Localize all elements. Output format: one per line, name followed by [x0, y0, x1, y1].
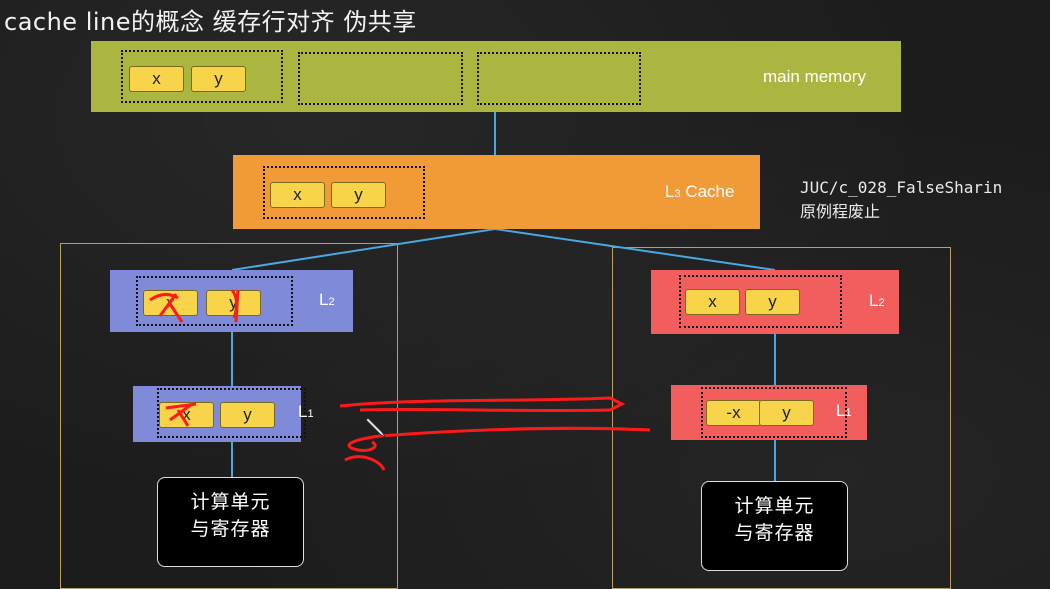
left-compute-unit: 计算单元 与寄存器: [157, 477, 304, 567]
memory-cell-x: x: [129, 66, 184, 92]
right-l1-label-main: L: [836, 401, 846, 420]
right-l1-label: L1: [836, 401, 852, 421]
l3-cache-line: [263, 166, 425, 219]
main-memory-label: main memory: [763, 67, 866, 86]
left-l1-cache-line: [157, 388, 306, 438]
l3-cache-block: x y L3 Cache: [233, 155, 760, 229]
left-l1-cell-y: y: [220, 402, 275, 428]
memory-cache-line-1: [121, 50, 283, 103]
right-l2-cell-y: y: [745, 289, 800, 315]
right-l2-label: L2: [869, 291, 885, 311]
l3-label-main: L: [665, 182, 675, 201]
left-l2-label: L2: [319, 290, 335, 310]
left-l1-label-sub: 1: [307, 408, 314, 420]
strike-left-l1-x: [165, 402, 197, 427]
invalidate-arrow-bottom: [344, 426, 651, 471]
right-cu-line2: 与寄存器: [734, 522, 815, 544]
l3-cell-y: y: [331, 182, 386, 208]
right-l1-cell-x: -x: [706, 400, 761, 426]
l3-to-left-l2-line: [231, 228, 496, 271]
l3-label: L3 Cache: [665, 182, 734, 202]
source-note: JUC/c_028_FalseSharin 原例程废止: [800, 176, 1002, 224]
right-l2-cache-block: x y L2: [651, 270, 899, 334]
left-cu-line1: 计算单元: [190, 491, 271, 513]
strike-left-l2-x: [149, 293, 184, 323]
left-l1-cache-block: x y L1: [133, 386, 314, 442]
memory-cache-line-2: [298, 52, 463, 105]
memory-cache-line-3: [477, 52, 641, 105]
invalidate-arrow-top: [339, 396, 626, 413]
right-compute-unit: 计算单元 与寄存器: [701, 481, 848, 571]
left-l1-label: L1: [298, 402, 314, 422]
right-l2-label-sub: 2: [878, 297, 885, 309]
l3-cell-x: x: [270, 182, 325, 208]
strike-left-l2-y: [230, 289, 240, 323]
right-l2-label-main: L: [869, 291, 879, 310]
left-l1-label-main: L: [298, 402, 308, 421]
main-memory-block: x y main memory: [91, 41, 901, 112]
left-cu-line2: 与寄存器: [190, 518, 271, 540]
right-l1-label-sub: 1: [845, 407, 852, 419]
right-cu-line1: 计算单元: [734, 495, 815, 517]
right-l2-cell-x: x: [685, 289, 740, 315]
l3-label-rest: Cache: [680, 182, 735, 201]
note-path: JUC/c_028_FalseSharin: [800, 178, 1003, 197]
right-l1-cell-y: y: [759, 400, 814, 426]
right-l1-cache-line: [701, 387, 847, 438]
l3-label-sub: 3: [674, 188, 681, 200]
right-l2-cache-line: [679, 275, 842, 328]
l3-to-right-l2-line: [494, 228, 776, 271]
note-deprecated: 原例程废止: [800, 202, 881, 221]
memory-cell-y: y: [191, 66, 246, 92]
left-l2-cache-line: [136, 276, 293, 326]
left-l2-label-main: L: [319, 290, 329, 309]
left-l2-label-sub: 2: [328, 296, 335, 308]
right-l1-cache-block: -x y L1: [671, 385, 867, 440]
slide-title: cache line的概念 缓存行对齐 伪共享: [4, 8, 417, 36]
